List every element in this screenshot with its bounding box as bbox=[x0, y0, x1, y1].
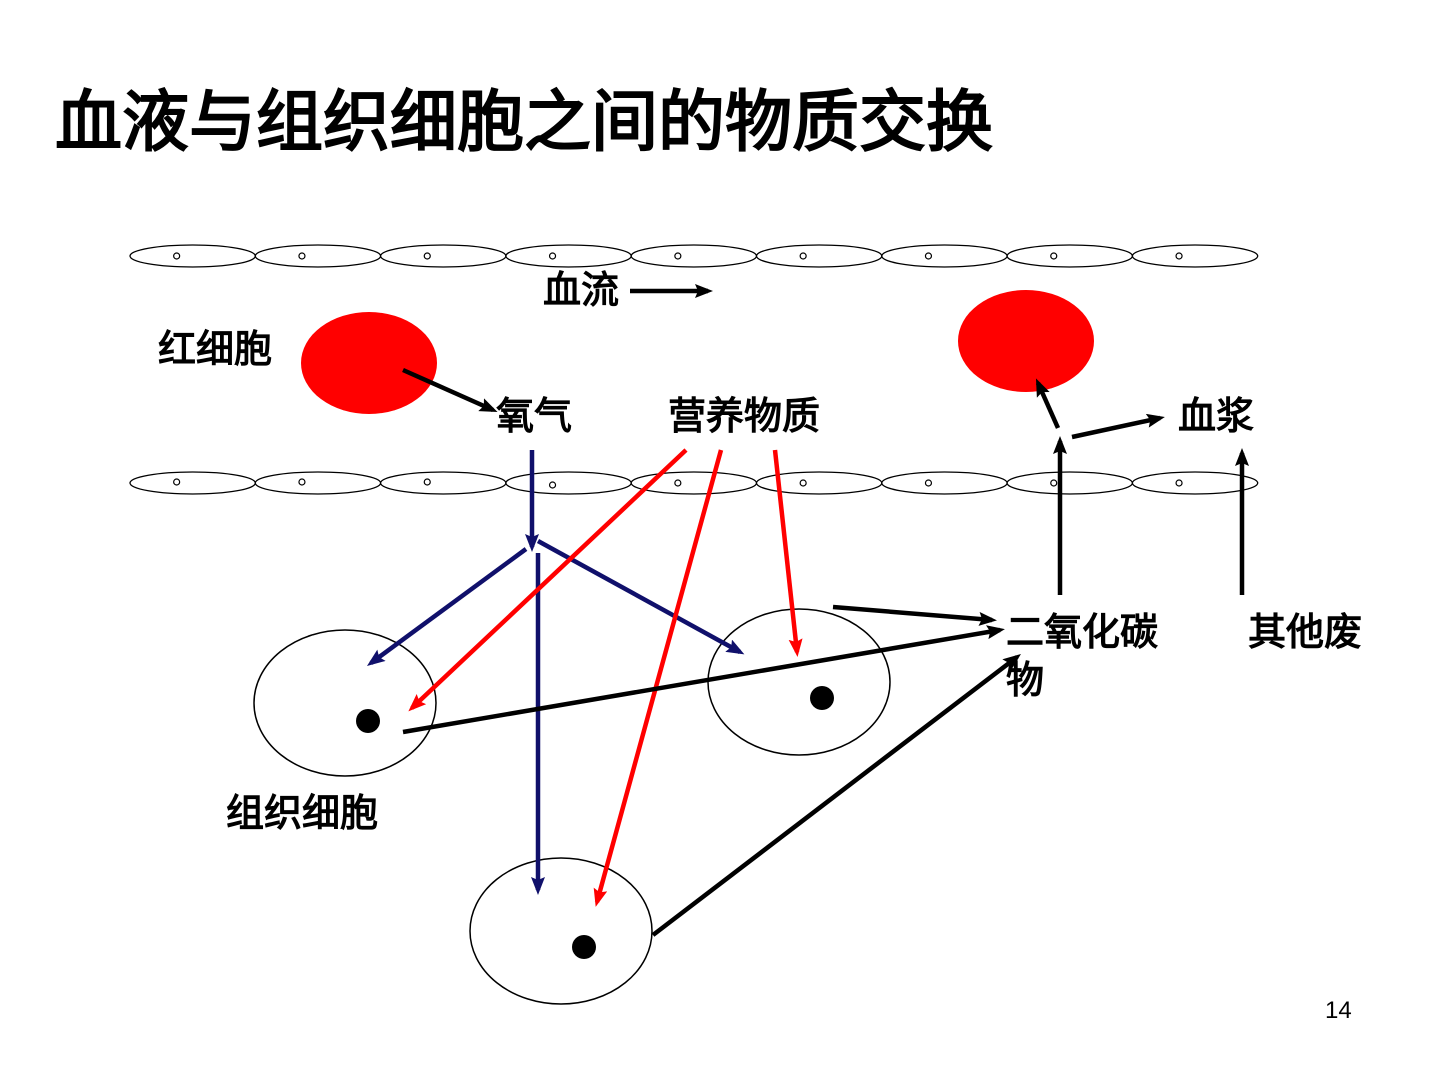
tissue-cell-right bbox=[707, 608, 891, 756]
endothelial-cell bbox=[254, 244, 382, 268]
nutrient-to-bottom-cell-arrow bbox=[593, 449, 724, 907]
endothelial-nucleus bbox=[173, 478, 181, 486]
endothelial-nucleus bbox=[423, 252, 431, 260]
endothelial-cell bbox=[1131, 471, 1259, 495]
endothelial-nucleus bbox=[1050, 252, 1058, 260]
right-cell-co2-arrow bbox=[832, 604, 997, 626]
tissue-cell-nucleus bbox=[810, 686, 834, 710]
endothelial-cell bbox=[379, 471, 507, 495]
page-number: 14 bbox=[1325, 997, 1352, 1024]
tissue-cell-membrane bbox=[253, 629, 437, 777]
endothelial-nucleus bbox=[1050, 479, 1058, 487]
endothelial-nucleus bbox=[548, 252, 557, 260]
label-red-blood-cell: 红细胞 bbox=[158, 329, 272, 371]
endothelial-nucleus bbox=[799, 479, 807, 487]
tissue-cell-bottom bbox=[469, 857, 653, 1005]
endothelial-cell bbox=[755, 244, 883, 268]
endothelial-nucleus bbox=[298, 478, 306, 486]
label-blood-flow: 血流 bbox=[543, 270, 619, 312]
oxygen-to-right-cell-arrow bbox=[536, 539, 745, 655]
label-other-waste: 其他废 bbox=[1248, 612, 1362, 654]
tissue-cell-membrane bbox=[707, 608, 891, 756]
slide-title: 血液与组织细胞之间的物质交换 bbox=[55, 85, 993, 160]
label-plasma: 血浆 bbox=[1178, 396, 1254, 438]
endothelial-cell bbox=[881, 471, 1008, 495]
endothelial-nucleus bbox=[173, 252, 181, 260]
red-blood-cell-right bbox=[958, 290, 1094, 392]
to-plasma-arrow bbox=[1071, 413, 1165, 440]
endothelial-cell bbox=[129, 244, 256, 268]
left-cell-co2-arrow bbox=[402, 625, 1005, 735]
endothelial-cell bbox=[379, 244, 507, 268]
label-nutrients: 营养物质 bbox=[668, 396, 820, 438]
label-tissue-cells: 组织细胞 bbox=[226, 793, 378, 835]
endothelial-nucleus bbox=[423, 478, 431, 486]
capillary-wall-bottom bbox=[129, 471, 1259, 495]
endothelial-nucleus bbox=[1175, 252, 1183, 260]
capillary-wall-top bbox=[129, 244, 1259, 268]
label-carbon-dioxide: 二氧化碳 bbox=[1006, 612, 1159, 654]
endothelial-cell bbox=[755, 471, 883, 495]
red-blood-cell-left bbox=[301, 312, 437, 414]
endothelial-cell bbox=[1006, 244, 1134, 268]
endothelial-cell bbox=[505, 471, 632, 495]
nutrient-to-right-cell-arrow bbox=[772, 449, 803, 657]
nutrient-to-left-cell-arrow bbox=[408, 448, 688, 712]
endothelial-cell bbox=[254, 471, 382, 495]
endothelial-nucleus bbox=[799, 252, 807, 260]
endothelial-cell bbox=[881, 244, 1008, 268]
bottom-cell-co2-arrow bbox=[651, 653, 1021, 937]
oxygen-to-left-cell-arrow bbox=[366, 547, 528, 666]
tissue-cell-nucleus bbox=[572, 935, 596, 959]
endothelial-cell bbox=[505, 244, 632, 268]
label-oxygen: 氧气 bbox=[496, 396, 572, 438]
endothelial-nucleus bbox=[924, 252, 933, 260]
endothelial-cell bbox=[1006, 471, 1134, 495]
endothelial-nucleus bbox=[1175, 479, 1183, 487]
endothelial-nucleus bbox=[924, 479, 933, 487]
rbc-to-oxygen-arrow bbox=[402, 367, 498, 413]
endothelial-cell bbox=[630, 244, 758, 268]
endothelial-nucleus bbox=[674, 252, 682, 260]
label-other-waste-wrap: 物 bbox=[1006, 660, 1044, 702]
to-red-blood-cell-arrow bbox=[1035, 378, 1061, 429]
tissue-cell-left bbox=[253, 629, 437, 777]
endothelial-nucleus bbox=[548, 481, 557, 489]
endothelial-nucleus bbox=[674, 479, 682, 487]
tissue-cell-nucleus bbox=[356, 709, 380, 733]
endothelial-nucleus bbox=[298, 252, 306, 260]
tissue-cell-membrane bbox=[469, 857, 653, 1005]
endothelial-cell bbox=[129, 471, 256, 495]
endothelial-cell bbox=[1131, 244, 1259, 268]
